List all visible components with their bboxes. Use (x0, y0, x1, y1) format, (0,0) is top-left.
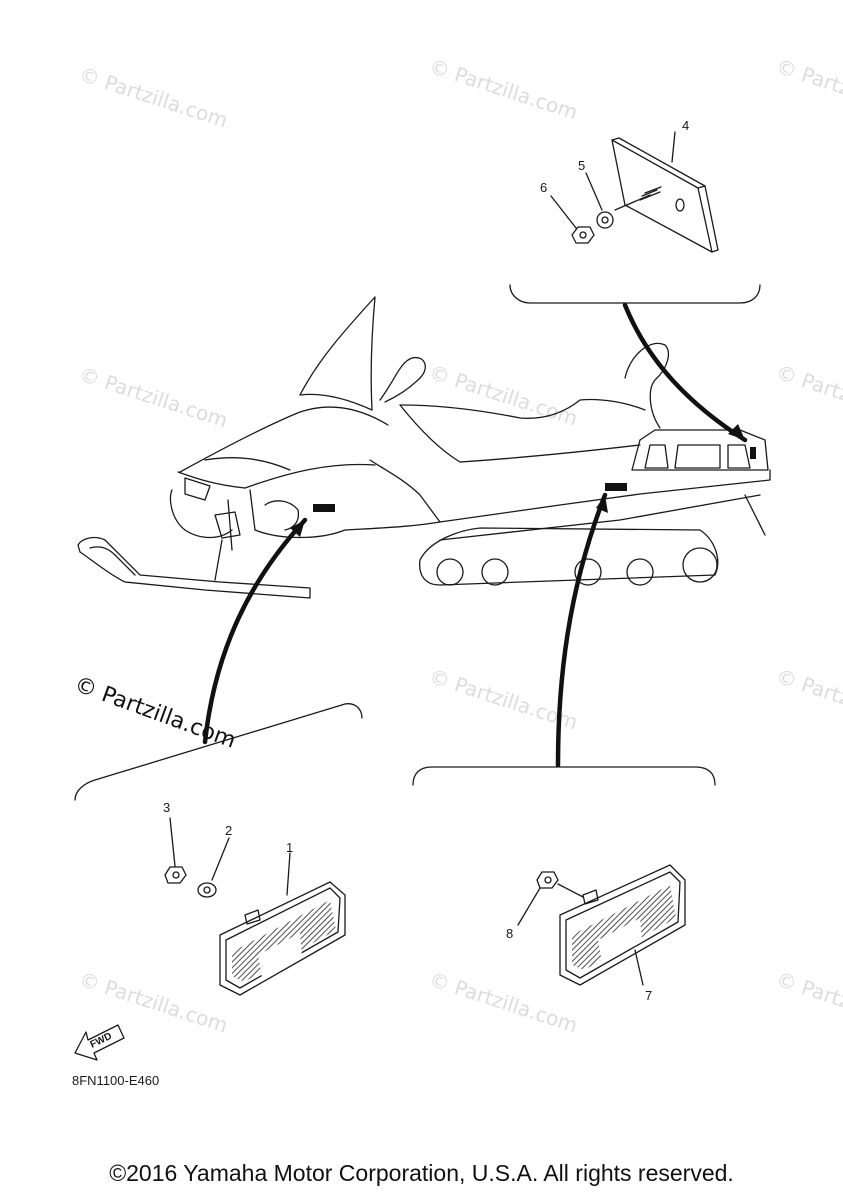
callout-8: 8 (506, 926, 513, 941)
watermark-text: © Partzilla.com (76, 362, 230, 433)
detail-box-rear-reflector (509, 131, 761, 304)
watermark-text: © Partzilla.com (426, 967, 580, 1038)
watermark-text: © Partzilla.com (426, 360, 580, 431)
callout-4: 4 (682, 118, 689, 133)
decal-mark-side (605, 483, 627, 491)
fwd-arrow-icon: FWD (74, 1024, 125, 1061)
decal-mark-rear (750, 447, 756, 459)
watermark-text: © Partzilla.com (76, 62, 230, 133)
detail-box-rear-side-reflector (412, 766, 716, 986)
callout-2: 2 (225, 823, 232, 838)
watermark-text: © Partzilla.com (773, 360, 843, 431)
diagram-code: 8FN1100-E460 (72, 1073, 159, 1088)
snowmobile-illustration (77, 296, 771, 599)
copyright-text: ©2016 Yamaha Motor Corporation, U.S.A. A… (109, 1160, 734, 1186)
detail-box-side-reflector (74, 703, 363, 996)
callout-labels: 1 2 3 4 5 6 7 8 (163, 118, 689, 1003)
pointer-arrows (202, 302, 748, 768)
fwd-label: FWD (88, 1031, 113, 1051)
callout-7: 7 (645, 988, 652, 1003)
watermark-text: © Partzilla.com (76, 967, 230, 1038)
callout-6: 6 (540, 180, 547, 195)
callout-5: 5 (578, 158, 585, 173)
watermark-text: © Partzilla.com (426, 54, 580, 125)
callout-3: 3 (163, 800, 170, 815)
watermark-text: © Partzilla.com (773, 54, 843, 125)
watermark-text: © Partzilla.com (773, 664, 843, 735)
decal-mark-front (313, 504, 335, 512)
watermark-text: © Partzilla.com (773, 967, 843, 1038)
watermarks: © Partzilla.com © Partzilla.com © Partzi… (76, 54, 843, 1038)
callout-1: 1 (286, 840, 293, 855)
